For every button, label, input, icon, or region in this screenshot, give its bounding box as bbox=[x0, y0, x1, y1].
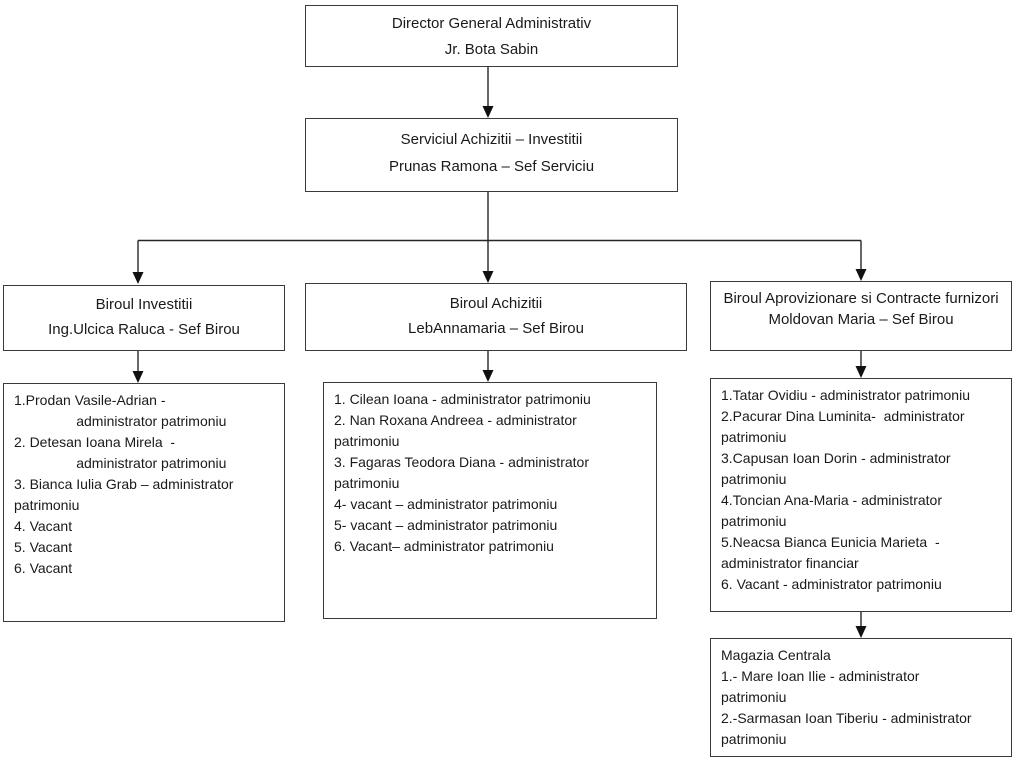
service-person: Prunas Ramona – Sef Serviciu bbox=[388, 158, 595, 175]
arrow-dept-aprovizionare-to-list bbox=[855, 351, 867, 378]
member-line: 1.Prodan Vasile-Adrian - administrator p… bbox=[14, 392, 227, 429]
root-person: Jr. Bota Sabin bbox=[444, 41, 539, 58]
dept-achizitii-box: Biroul Achizitii LebAnnamaria – Sef Biro… bbox=[305, 283, 687, 351]
arrow-branch-to-dept-aprovizionare bbox=[855, 240, 867, 281]
dept-aprovizionare-member-list: 1.Tatar Ovidiu - administrator patrimoni… bbox=[710, 378, 1012, 612]
arrow-dept-investitii-to-list bbox=[132, 351, 144, 383]
arrow-branch-to-dept-investitii bbox=[132, 240, 144, 284]
root-title: Director General Administrativ bbox=[391, 15, 592, 32]
member-line: 3. Bianca Iulia Grab – administrator pat… bbox=[14, 476, 234, 513]
member-line: 2. Nan Roxana Andreea - administrator pa… bbox=[334, 412, 577, 449]
root-box: Director General Administrativ Jr. Bota … bbox=[305, 5, 678, 67]
member-line: 2.Pacurar Dina Luminita- administrator p… bbox=[721, 408, 965, 445]
dept-achizitii-title: Biroul Achizitii bbox=[449, 295, 543, 312]
member-line: 4.Toncian Ana-Maria - administrator patr… bbox=[721, 492, 942, 529]
member-line: 1.- Mare Ioan Ilie - administrator patri… bbox=[721, 668, 920, 705]
arrow-branch-to-dept-achizitii bbox=[482, 240, 494, 283]
dept-aprovizionare-head: Moldovan Maria – Sef Birou bbox=[768, 311, 954, 328]
dept-achizitii-member-list: 1. Cilean Ioana - administrator patrimon… bbox=[323, 382, 657, 619]
service-title: Serviciul Achizitii – Investitii bbox=[400, 131, 583, 148]
member-line: 1. Cilean Ioana - administrator patrimon… bbox=[334, 391, 591, 407]
member-line: 6. Vacant - administrator patrimoniu bbox=[721, 576, 942, 592]
member-line: 5- vacant – administrator patrimoniu bbox=[334, 517, 558, 533]
member-line: 4. Vacant bbox=[14, 518, 73, 534]
warehouse-box: Magazia Centrala 1.- Mare Ioan Ilie - ad… bbox=[710, 638, 1012, 757]
member-line: 6. Vacant bbox=[14, 560, 73, 576]
member-line: 3. Fagaras Teodora Diana - administrator… bbox=[334, 454, 589, 491]
member-line: 6. Vacant– administrator patrimoniu bbox=[334, 538, 554, 554]
member-line: 3.Capusan Ioan Dorin - administrator pat… bbox=[721, 450, 951, 487]
member-line: 5. Vacant bbox=[14, 539, 73, 555]
dept-investitii-title: Biroul Investitii bbox=[95, 296, 193, 313]
warehouse-title: Magazia Centrala bbox=[721, 647, 831, 663]
member-line: 2.-Sarmasan Ioan Tiberiu - administrator… bbox=[721, 710, 972, 747]
arrow-list-to-warehouse bbox=[855, 612, 867, 638]
dept-investitii-member-list: 1.Prodan Vasile-Adrian - administrator p… bbox=[3, 383, 285, 622]
arrow-dept-achizitii-to-list bbox=[482, 351, 494, 382]
dept-investitii-box: Biroul Investitii Ing.Ulcica Raluca - Se… bbox=[3, 285, 285, 351]
arrow-root-to-service bbox=[482, 67, 494, 118]
member-line: 4- vacant – administrator patrimoniu bbox=[334, 496, 558, 512]
dept-aprovizionare-title: Biroul Aprovizionare si Contracte furniz… bbox=[723, 290, 999, 307]
connector-service-branch bbox=[138, 192, 861, 242]
dept-investitii-head: Ing.Ulcica Raluca - Sef Birou bbox=[48, 321, 240, 338]
warehouse-member-list: 1.- Mare Ioan Ilie - administrator patri… bbox=[721, 666, 1003, 750]
member-line: 2. Detesan Ioana Mirela - administrator … bbox=[14, 434, 227, 471]
member-line: 1.Tatar Ovidiu - administrator patrimoni… bbox=[721, 387, 970, 403]
dept-achizitii-head: LebAnnamaria – Sef Birou bbox=[408, 320, 584, 337]
service-box: Serviciul Achizitii – Investitii Prunas … bbox=[305, 118, 678, 192]
dept-aprovizionare-box: Biroul Aprovizionare si Contracte furniz… bbox=[710, 281, 1012, 351]
member-line: 5.Neacsa Bianca Eunicia Marieta - admini… bbox=[721, 534, 940, 571]
